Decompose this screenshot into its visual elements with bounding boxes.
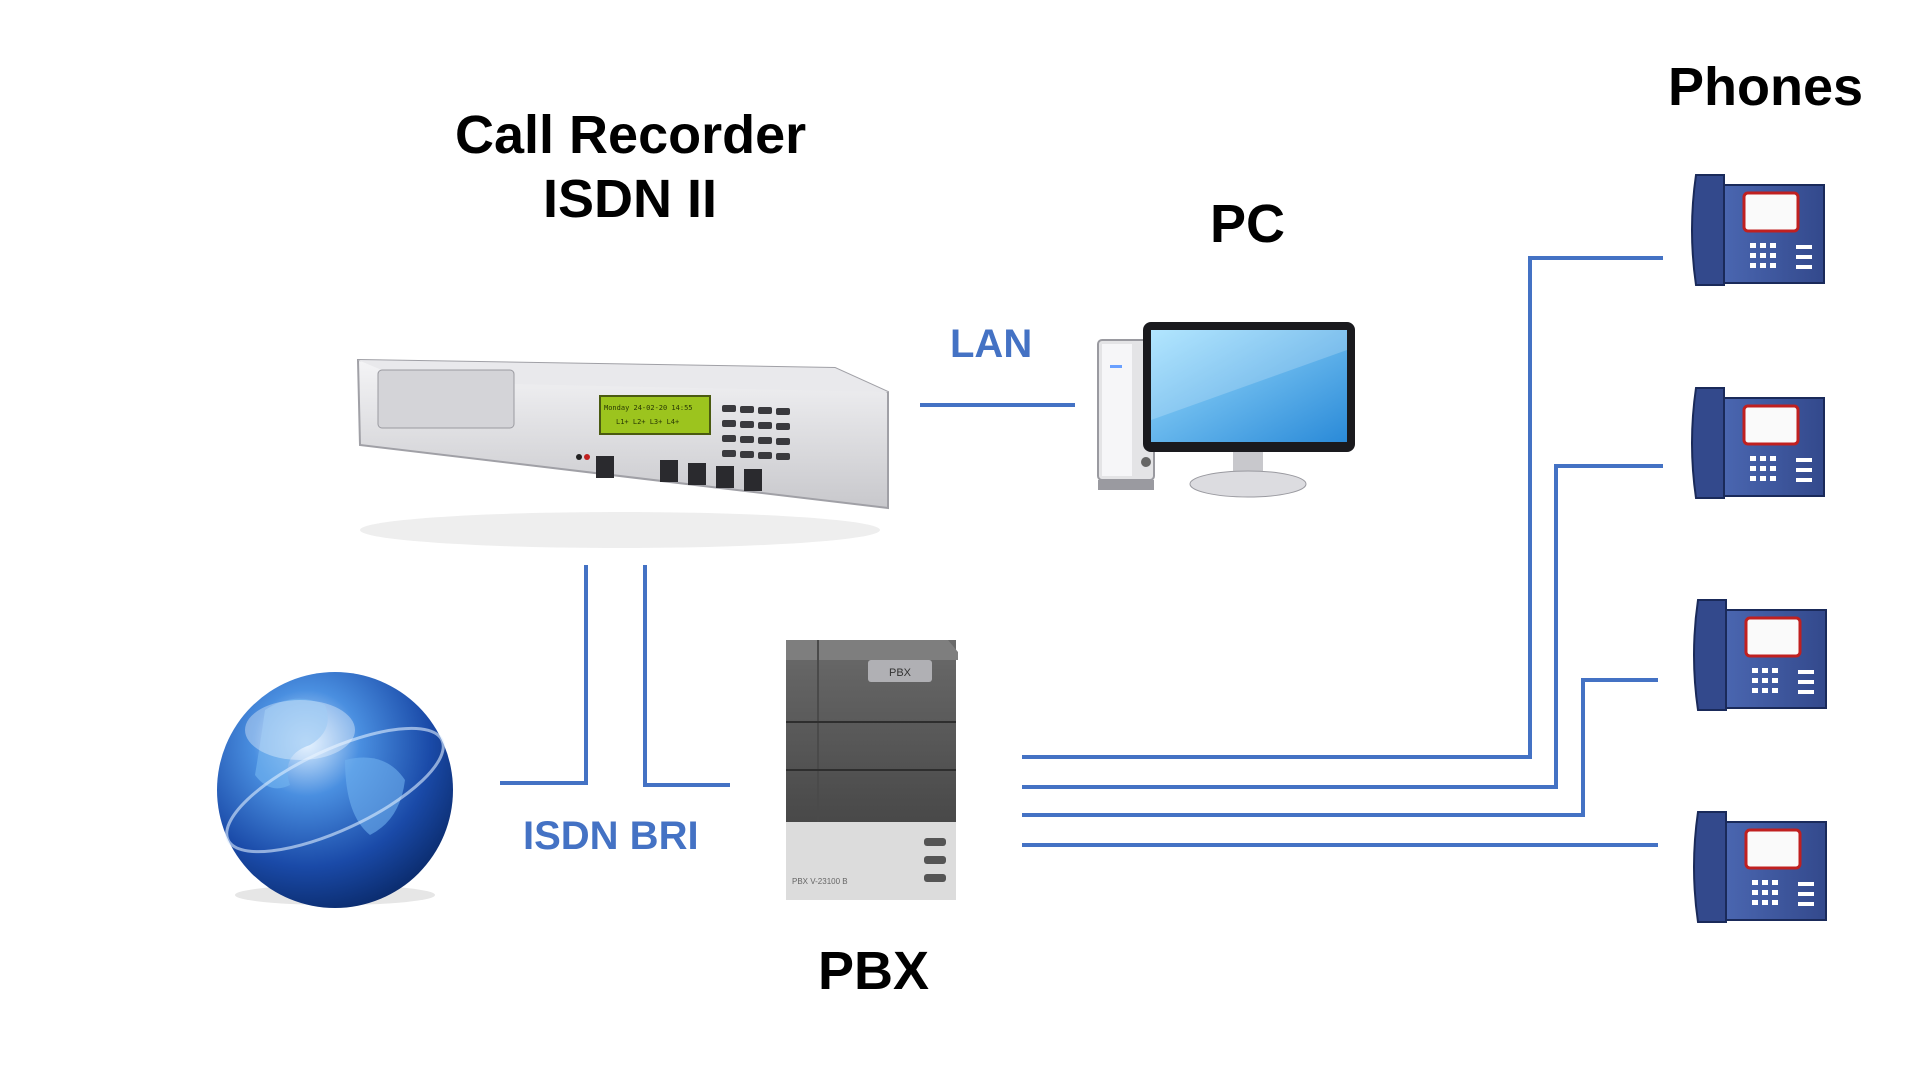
connection-lines	[500, 256, 1663, 847]
desk-phone-icon	[1691, 174, 1825, 286]
desk-phone-icon	[1691, 387, 1825, 499]
phone-line-1	[1022, 256, 1663, 759]
pbx-model-label: PBX V-23100 B	[792, 877, 848, 886]
globe-icon	[217, 672, 453, 908]
phones-title: Phones	[1668, 57, 1864, 117]
pc-title: PC	[1210, 194, 1286, 254]
call-recorder-title-line2: ISDN II	[542, 169, 718, 229]
phone-line-2	[1022, 464, 1663, 789]
pbx-title: PBX	[818, 941, 930, 1001]
recorder-lcd-line1: Monday 24-02-20 14:55	[604, 404, 693, 412]
call-recorder-title-line1: Call Recorder	[455, 105, 807, 165]
isdn-link-pbx	[643, 565, 730, 787]
phone-line-3	[1022, 678, 1658, 817]
recorder-ports	[596, 456, 762, 491]
desk-phone-icon	[1693, 811, 1827, 923]
call-recorder-device-icon: Monday 24-02-20 14:55 L1+ L2+ L3+ L4+	[356, 358, 889, 548]
recorder-lcd-line2: L1+ L2+ L3+ L4+	[616, 418, 679, 426]
isdn-bri-label: ISDN BRI	[523, 814, 699, 858]
call-recorder-title: Call Recorder ISDN II	[455, 103, 807, 231]
lan-label: LAN	[950, 322, 1033, 366]
pbx-badge-label: PBX	[889, 667, 912, 679]
recorder-keypad	[722, 405, 790, 460]
desk-phone-icon	[1693, 599, 1827, 711]
isdn-link-globe	[500, 565, 588, 785]
pbx-cabinet-icon: PBX PBX V-23100 B	[786, 640, 958, 900]
desktop-computer-icon	[1097, 322, 1355, 498]
